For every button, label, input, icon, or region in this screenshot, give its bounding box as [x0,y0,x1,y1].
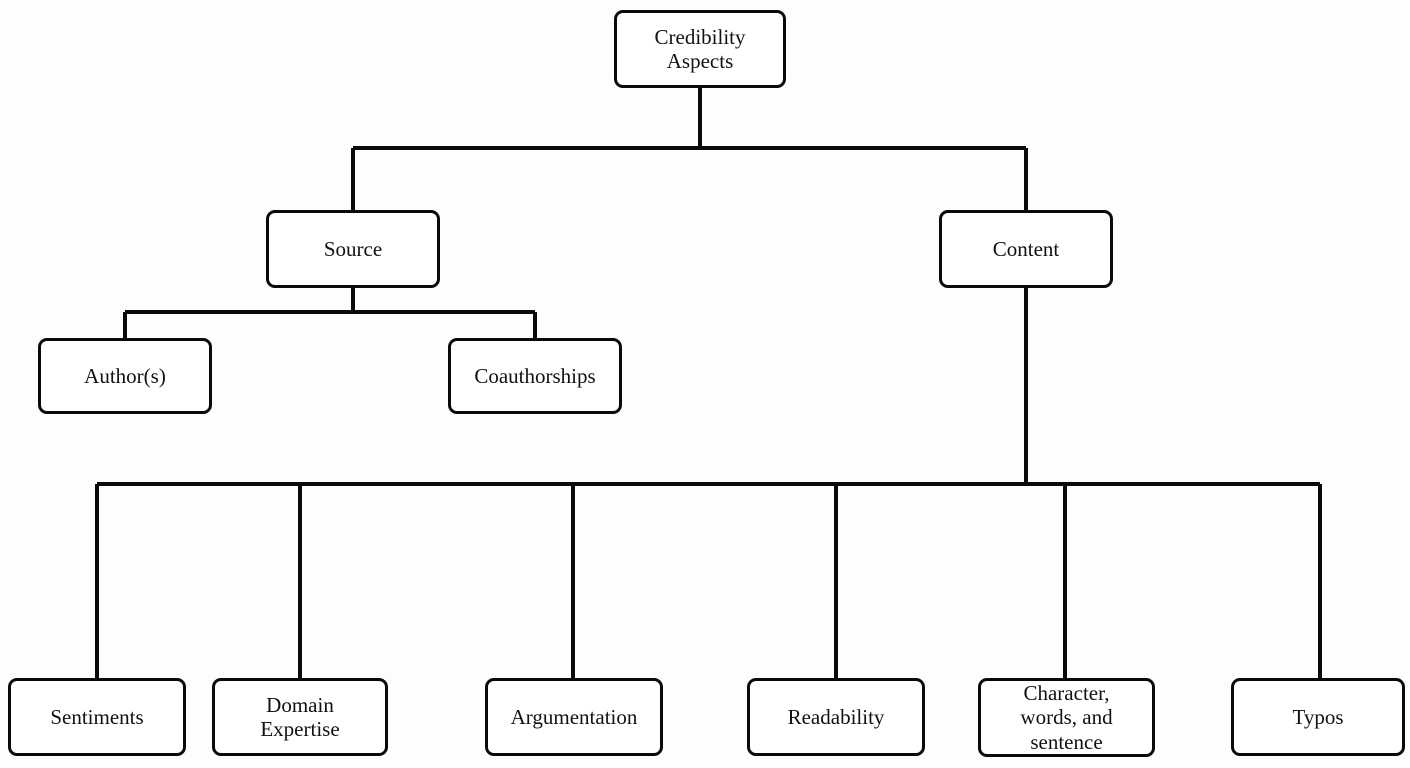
node-argumentation[interactable]: Argumentation [485,678,663,756]
node-label-coauthorships: Coauthorships [474,363,596,388]
node-source[interactable]: Source [266,210,440,288]
node-typos[interactable]: Typos [1231,678,1405,756]
node-label-sentiments: Sentiments [50,704,144,729]
node-label-readability: Readability [787,704,885,729]
node-sentiments[interactable]: Sentiments [8,678,186,756]
node-readability[interactable]: Readability [747,678,925,756]
node-domain-expertise[interactable]: Domain Expertise [212,678,388,756]
node-label-source: Source [323,236,383,261]
node-content[interactable]: Content [939,210,1113,288]
node-label-content: Content [992,236,1060,261]
node-label-argumentation: Argumentation [510,704,638,729]
node-coauthorships[interactable]: Coauthorships [448,338,622,414]
node-character-words-sentence[interactable]: Character, words, and sentence [978,678,1155,757]
node-credibility-aspects[interactable]: Credibility Aspects [614,10,786,88]
node-label-credibility-aspects: Credibility Aspects [654,24,746,73]
node-label-domain-expertise: Domain Expertise [260,692,340,741]
node-authors[interactable]: Author(s) [38,338,212,414]
node-label-authors: Author(s) [84,363,166,388]
node-label-typos: Typos [1292,704,1344,729]
node-label-character-words-sentence: Character, words, and sentence [1020,680,1113,754]
